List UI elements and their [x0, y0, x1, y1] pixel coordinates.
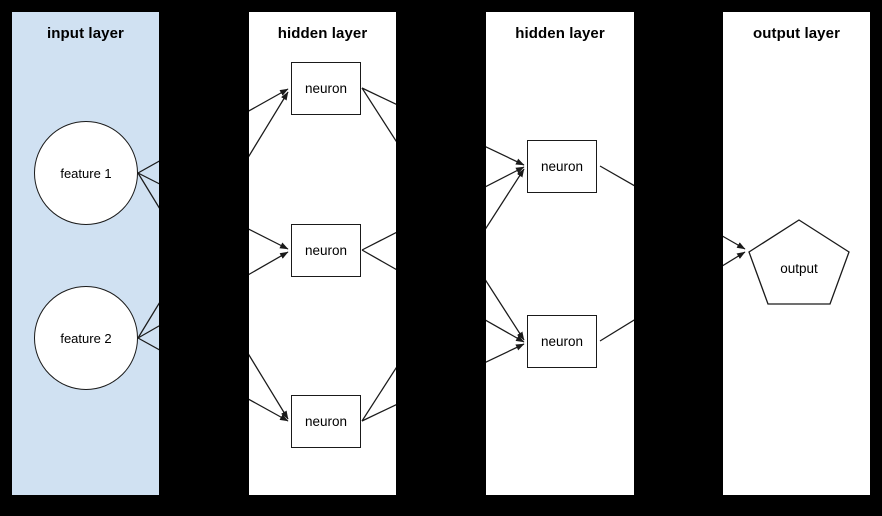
node-feature-2-label: feature 2: [60, 330, 112, 346]
node-output-shape[interactable]: [747, 218, 851, 306]
node-hidden1-neuron-2[interactable]: neuron: [291, 224, 361, 277]
gap-mask-1: [159, 0, 249, 516]
gap-mask-2: [396, 0, 486, 516]
gap-mask-right: [870, 0, 882, 516]
node-hidden1-neuron-1-label: neuron: [304, 81, 348, 96]
node-output-label-wrap: output: [747, 218, 851, 306]
gap-mask-3: [634, 0, 723, 516]
layer-title-output: output layer: [752, 25, 841, 42]
layer-panel-input: input layer: [12, 12, 159, 495]
layer-title-hidden2: hidden layer: [515, 25, 605, 42]
node-hidden1-neuron-2-label: neuron: [304, 243, 348, 258]
node-hidden2-neuron-1-label: neuron: [540, 159, 584, 174]
layer-panel-hidden2: hidden layer: [486, 12, 634, 495]
node-hidden2-neuron-1[interactable]: neuron: [527, 140, 597, 193]
node-feature-2[interactable]: feature 2: [34, 286, 138, 390]
node-hidden1-neuron-3[interactable]: neuron: [291, 395, 361, 448]
gap-mask-bottom: [0, 495, 882, 516]
node-hidden2-neuron-2-label: neuron: [540, 334, 584, 349]
gap-mask-top: [0, 0, 882, 12]
layer-title-input: input layer: [47, 25, 124, 42]
node-hidden1-neuron-1[interactable]: neuron: [291, 62, 361, 115]
node-output-label: output: [780, 260, 818, 276]
node-hidden1-neuron-3-label: neuron: [304, 414, 348, 429]
node-feature-1-label: feature 1: [60, 165, 112, 181]
node-feature-1[interactable]: feature 1: [34, 121, 138, 225]
node-hidden2-neuron-2[interactable]: neuron: [527, 315, 597, 368]
gap-mask-left: [0, 0, 12, 516]
layer-title-hidden1: hidden layer: [277, 25, 368, 42]
